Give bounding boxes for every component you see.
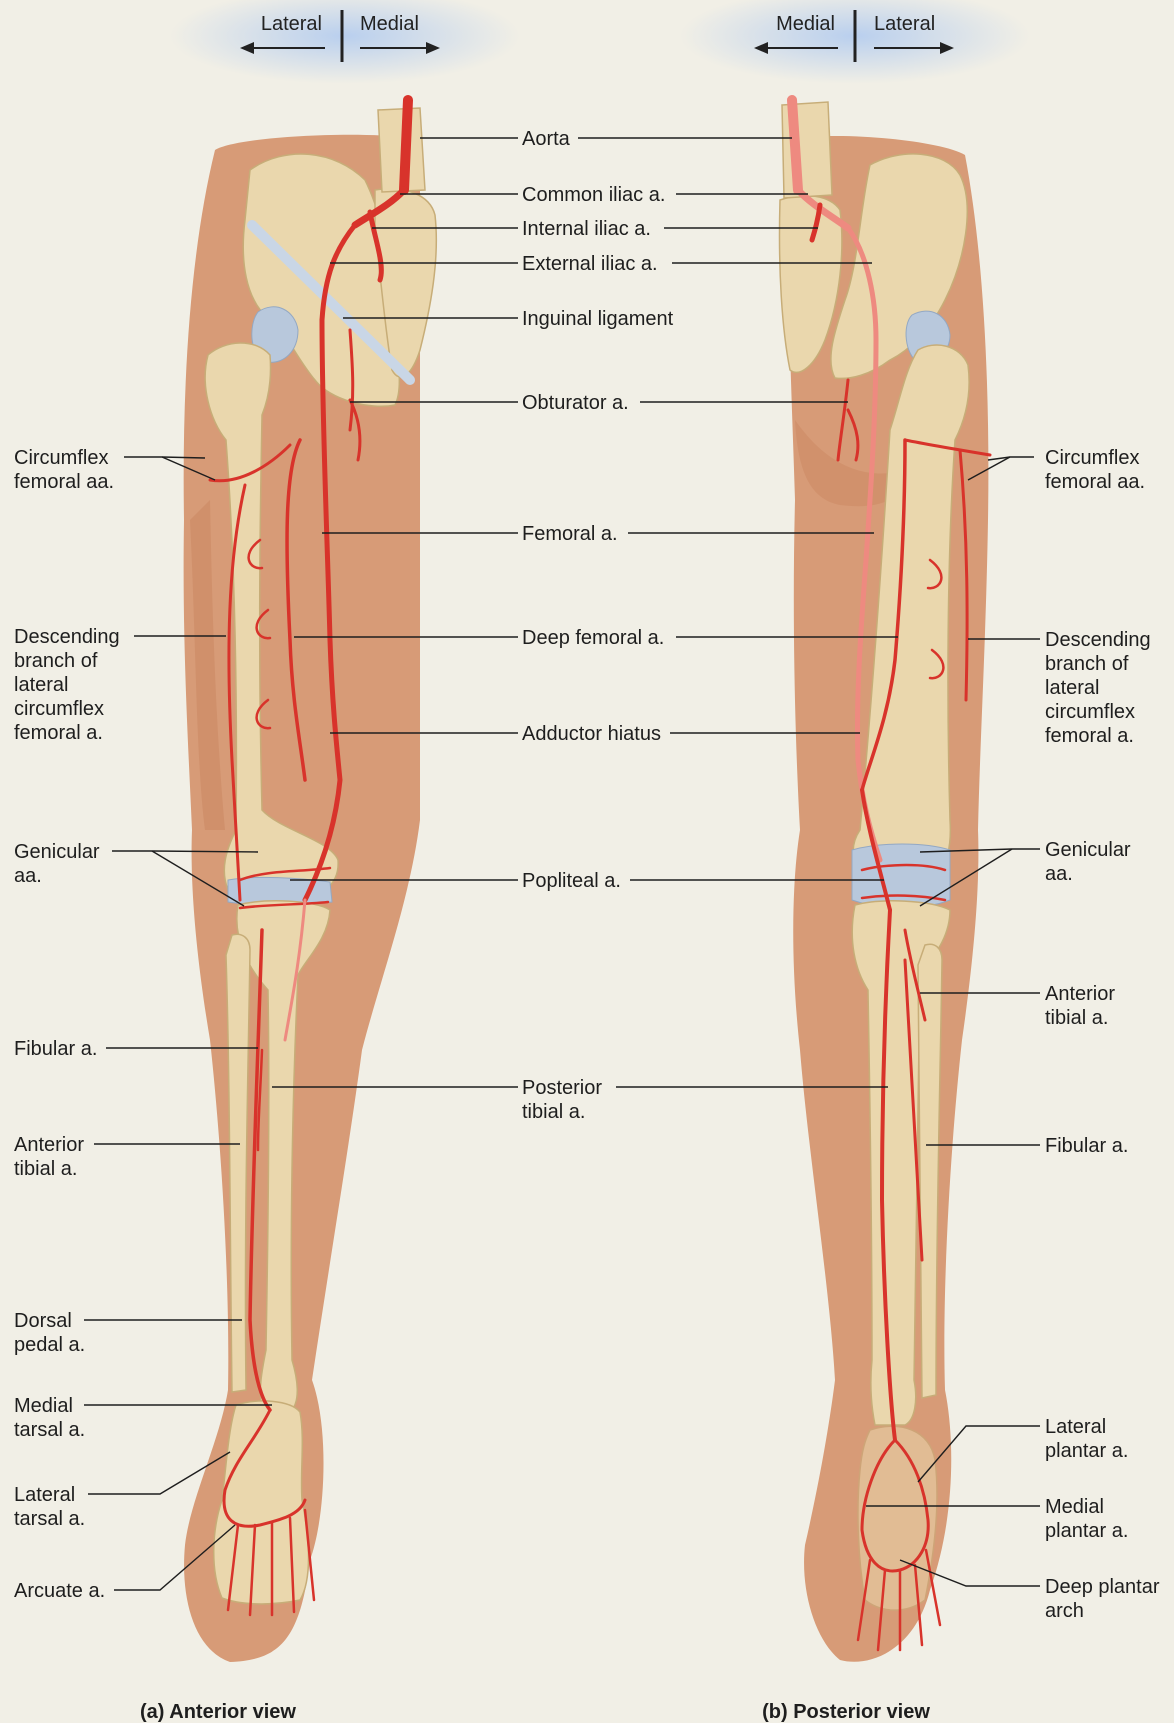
left-labels: Circumflex femoral aa. Descending branch… — [14, 447, 120, 1602]
header-glow-left — [170, 0, 520, 84]
label-aorta: Aorta — [522, 128, 571, 150]
label-left-dorsal-pedal-line1: Dorsal — [14, 1310, 72, 1332]
label-left-circumflex-line2: femoral aa. — [14, 471, 114, 493]
anterior-leg-illustration — [184, 100, 437, 1662]
orientation-header-left: Lateral Medial — [170, 0, 520, 84]
label-right-deep-plantar-arch-line2: arch — [1045, 1600, 1084, 1622]
label-right-lateral-plantar-line2: plantar a. — [1045, 1440, 1128, 1462]
label-left-medial-tarsal-line2: tarsal a. — [14, 1419, 85, 1441]
label-internal-iliac: Internal iliac a. — [522, 218, 651, 240]
label-obturator: Obturator a. — [522, 392, 629, 414]
label-adductor-hiatus: Adductor hiatus — [522, 723, 661, 745]
label-right-deep-plantar-arch-line1: Deep plantar — [1045, 1576, 1160, 1598]
label-right-descending-line2: branch of — [1045, 653, 1129, 675]
label-right-medial-plantar-line2: plantar a. — [1045, 1520, 1128, 1542]
label-posterior-tibial-line2: tibial a. — [522, 1101, 585, 1123]
label-right-medial-plantar-line1: Medial — [1045, 1496, 1104, 1518]
direction-label-medial: Medial — [360, 13, 419, 35]
label-right-lateral-plantar-line1: Lateral — [1045, 1416, 1106, 1438]
label-popliteal: Popliteal a. — [522, 870, 621, 892]
label-left-genicular-line1: Genicular — [14, 841, 100, 863]
label-left-anterior-tibial-line2: tibial a. — [14, 1158, 77, 1180]
right-labels: Circumflex femoral aa. Descending branch… — [1045, 447, 1160, 1622]
label-right-anterior-tibial-line2: tibial a. — [1045, 1007, 1108, 1029]
label-right-fibular: Fibular a. — [1045, 1135, 1128, 1157]
label-deep-femoral: Deep femoral a. — [522, 627, 664, 649]
leader-line — [162, 457, 205, 458]
label-inguinal-ligament: Inguinal ligament — [522, 308, 674, 330]
posterior-foot-bones — [858, 1426, 937, 1610]
label-left-circumflex-line1: Circumflex — [14, 447, 108, 469]
direction-label-lateral: Lateral — [261, 13, 322, 35]
label-right-descending-line4: circumflex — [1045, 701, 1135, 723]
label-right-genicular-line1: Genicular — [1045, 839, 1131, 861]
label-left-descending-line1: Descending — [14, 626, 120, 648]
orientation-header-right: Medial Lateral — [680, 0, 1030, 84]
direction-label-medial-right: Medial — [776, 13, 835, 35]
label-right-descending-line3: lateral — [1045, 677, 1099, 699]
posterior-leg-illustration — [779, 100, 990, 1662]
leader-line — [112, 851, 258, 852]
label-left-dorsal-pedal-line2: pedal a. — [14, 1334, 85, 1356]
label-right-circumflex-line2: femoral aa. — [1045, 471, 1145, 493]
label-left-fibular: Fibular a. — [14, 1038, 97, 1060]
label-left-anterior-tibial-line1: Anterior — [14, 1134, 84, 1156]
posterior-aorta-vessel — [792, 100, 798, 190]
label-right-anterior-tibial-line1: Anterior — [1045, 983, 1115, 1005]
label-common-iliac: Common iliac a. — [522, 184, 665, 206]
label-left-medial-tarsal-line1: Medial — [14, 1395, 73, 1417]
label-left-arcuate: Arcuate a. — [14, 1580, 105, 1602]
label-left-descending-line3: lateral — [14, 674, 68, 696]
label-femoral: Femoral a. — [522, 523, 618, 545]
label-external-iliac: External iliac a. — [522, 253, 658, 275]
anterior-aorta-vessel — [404, 100, 408, 190]
label-left-descending-line2: branch of — [14, 650, 98, 672]
center-labels: Aorta Common iliac a. Internal iliac a. … — [522, 128, 674, 1123]
label-right-descending-line1: Descending — [1045, 629, 1151, 651]
label-right-circumflex-line1: Circumflex — [1045, 447, 1139, 469]
caption-posterior-view: (b) Posterior view — [762, 1701, 930, 1723]
label-right-genicular-line2: aa. — [1045, 863, 1073, 885]
label-left-genicular-line2: aa. — [14, 865, 42, 887]
direction-label-lateral-right: Lateral — [874, 13, 935, 35]
caption-anterior-view: (a) Anterior view — [140, 1701, 296, 1723]
label-right-descending-line5: femoral a. — [1045, 725, 1134, 747]
label-left-descending-line5: femoral a. — [14, 722, 103, 744]
label-left-lateral-tarsal-line1: Lateral — [14, 1484, 75, 1506]
label-left-descending-line4: circumflex — [14, 698, 104, 720]
label-posterior-tibial-line1: Posterior — [522, 1077, 602, 1099]
label-left-lateral-tarsal-line2: tarsal a. — [14, 1508, 85, 1530]
